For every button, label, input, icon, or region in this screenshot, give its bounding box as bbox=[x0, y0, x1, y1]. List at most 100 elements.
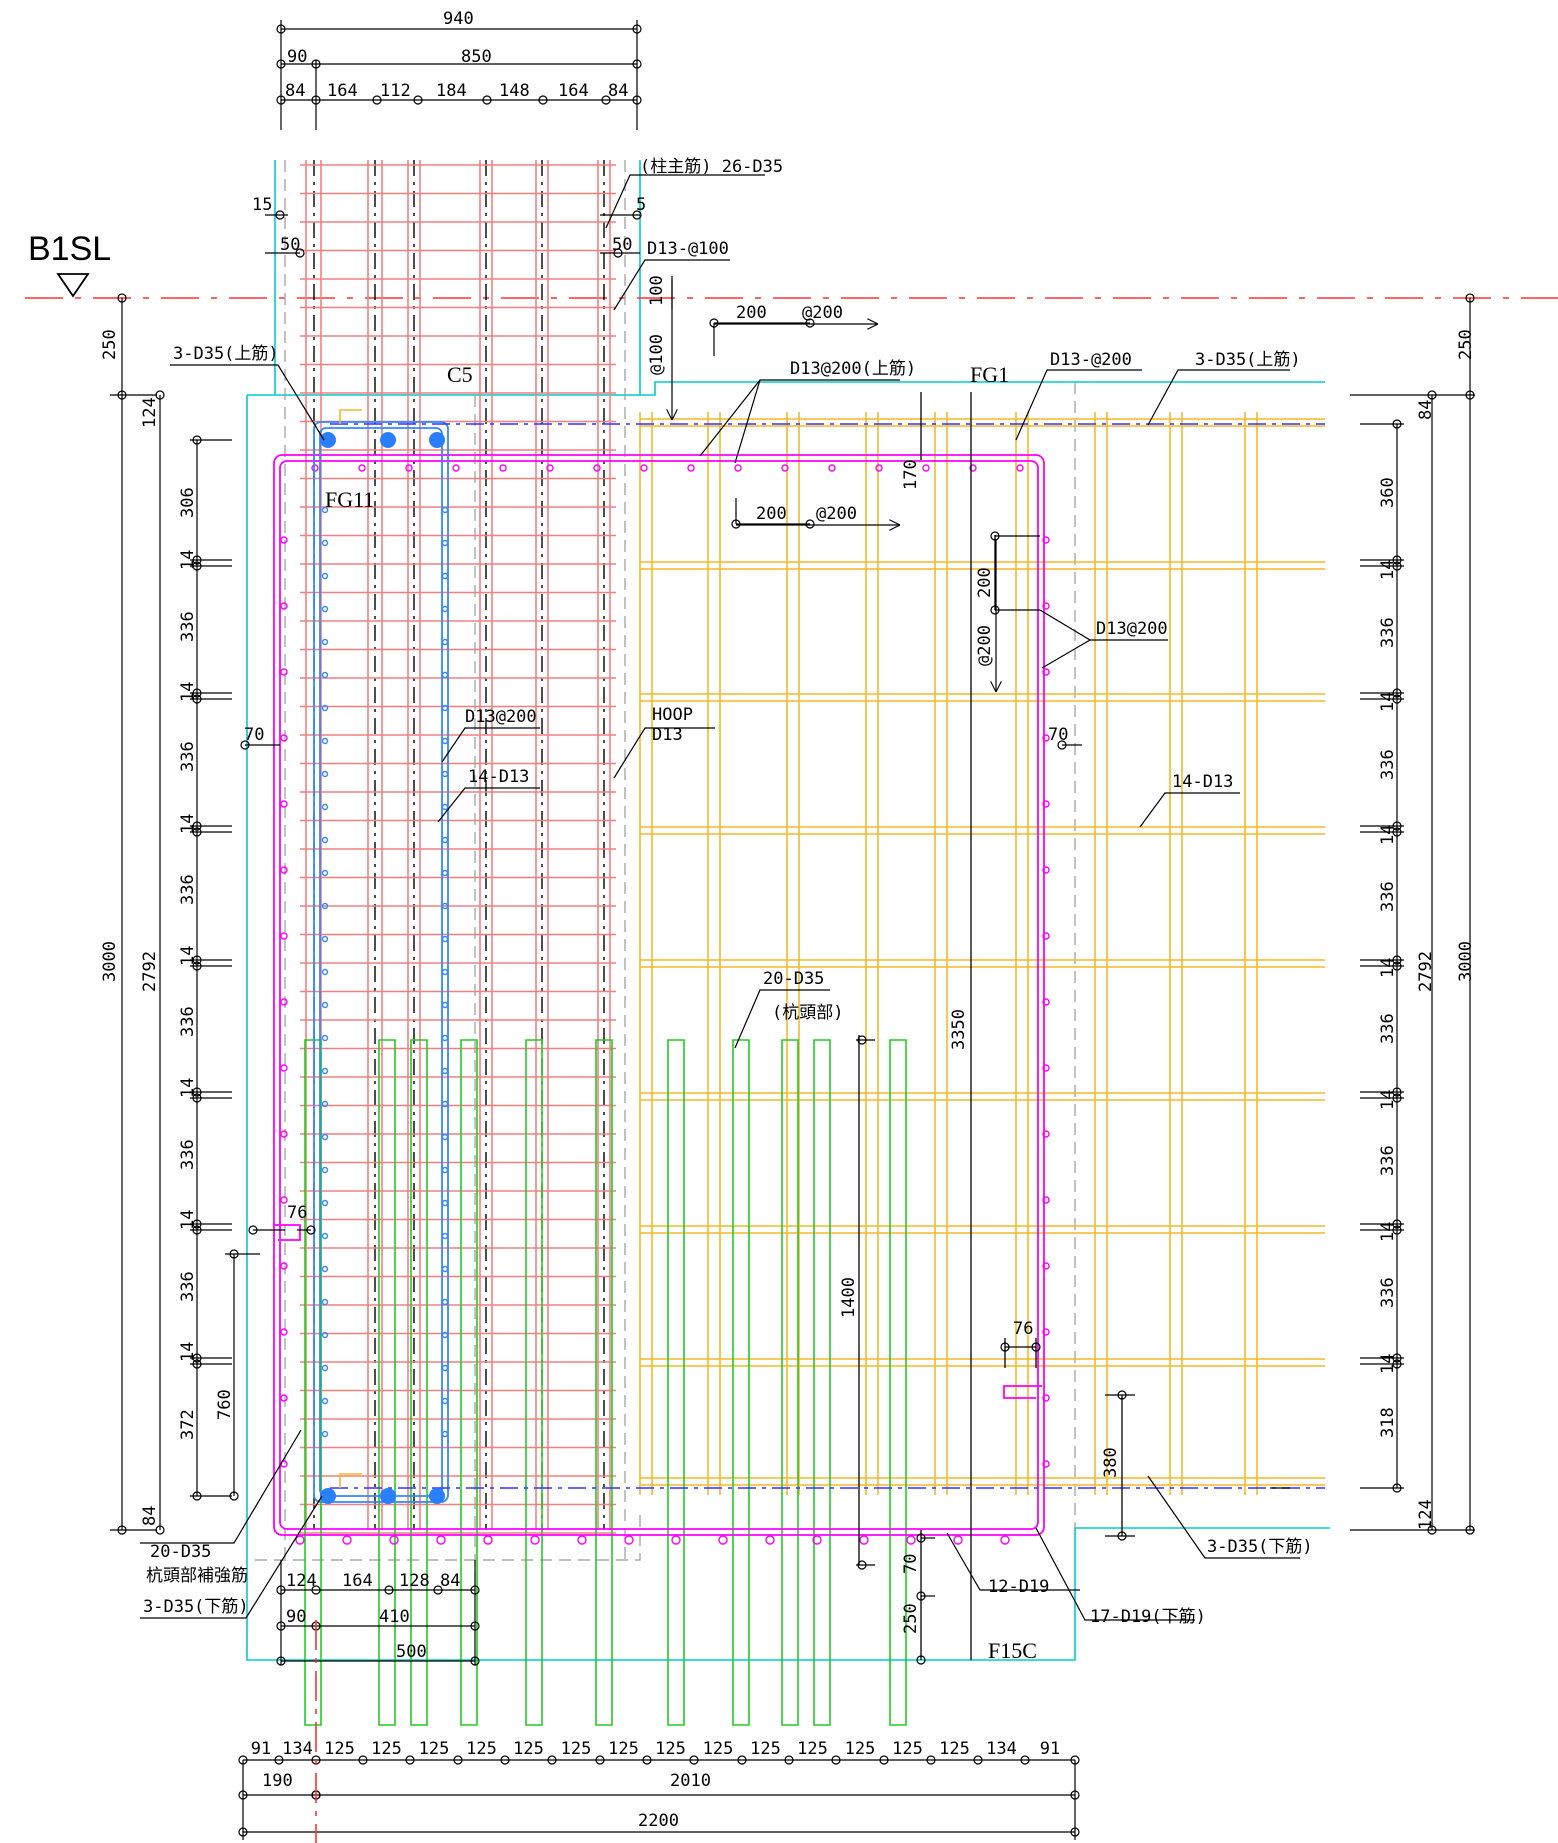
footing-bar-dot bbox=[640, 464, 648, 472]
footing-bar-dot bbox=[1042, 1064, 1050, 1072]
top-dimensions: 940 90 850 84 164 112 184 148 164 84 15 … bbox=[244, 9, 1121, 1478]
dim-r14-7: 14 bbox=[1378, 1354, 1398, 1374]
dim-dot bbox=[1392, 1483, 1402, 1493]
footing-bar-dot bbox=[1042, 1196, 1050, 1204]
beam-rebar-grid bbox=[639, 412, 1325, 1495]
footing-bar-dot bbox=[812, 1535, 822, 1545]
dim-l14-5: 14 bbox=[178, 1078, 198, 1098]
level-triangle-icon bbox=[56, 273, 90, 298]
label-d13-top: D13@200(上筋) bbox=[790, 359, 916, 379]
level-name: B1SL bbox=[28, 230, 111, 268]
dim-dot bbox=[1392, 419, 1402, 429]
dim-dot bbox=[916, 1591, 926, 1601]
stirrup-dot bbox=[441, 869, 449, 877]
label-pile-rein: 20-D35 bbox=[150, 1542, 211, 1562]
footing-bar-dot bbox=[1042, 998, 1050, 1006]
stirrup-dot bbox=[441, 737, 449, 745]
footing-bar-dot bbox=[499, 464, 507, 472]
dim-l336-6: 336 bbox=[178, 1271, 198, 1302]
dim-dot bbox=[192, 821, 202, 831]
pile-bar bbox=[460, 1039, 478, 1726]
footing-bar-dot bbox=[280, 602, 288, 610]
dim-bottom-5: 125 bbox=[466, 1739, 497, 1759]
dim-dot bbox=[632, 210, 642, 220]
footing-bar-dot bbox=[405, 464, 413, 472]
dim-r14-4: 14 bbox=[1378, 958, 1398, 978]
stirrup-dot bbox=[321, 1133, 329, 1141]
hidden-lines bbox=[255, 160, 1076, 1700]
dim-850: 850 bbox=[461, 47, 492, 67]
dim-dot bbox=[155, 390, 165, 400]
dim-dot bbox=[192, 1491, 202, 1501]
dim-r336-3: 336 bbox=[1378, 881, 1398, 912]
dim-r336-4: 336 bbox=[1378, 1013, 1398, 1044]
stirrup-dot bbox=[441, 1001, 449, 1009]
stirrup-dot bbox=[321, 1100, 329, 1108]
label-d13-m200: D13-@200 bbox=[1050, 350, 1132, 370]
pile-bar bbox=[304, 1039, 322, 1726]
dim-200c: 200 bbox=[975, 567, 995, 598]
dim-l14-7: 14 bbox=[178, 1342, 198, 1362]
dim-b410: 410 bbox=[379, 1607, 410, 1627]
footing-bar-dot bbox=[1042, 1394, 1050, 1402]
footing-bar-dot bbox=[1016, 464, 1024, 472]
dim-l14-6: 14 bbox=[178, 1210, 198, 1230]
dim-l84: 84 bbox=[140, 1506, 160, 1526]
dim-bottom-0: 91 bbox=[251, 1739, 271, 1759]
footing-bar-dot bbox=[1042, 1460, 1050, 1468]
footing-bar-dot bbox=[436, 1535, 446, 1545]
dim-dot bbox=[1465, 293, 1475, 303]
stirrup-dot bbox=[321, 1265, 329, 1273]
stirrup-dot bbox=[441, 572, 449, 580]
dim-at100: @100 bbox=[647, 334, 667, 375]
footing-bar-dot bbox=[280, 1328, 288, 1336]
dim-dot bbox=[192, 561, 202, 571]
dim-dot bbox=[1117, 1390, 1127, 1400]
label-pile: 20-D35 bbox=[763, 969, 824, 989]
dim-bottom-10: 125 bbox=[703, 1739, 734, 1759]
stirrup-dot bbox=[441, 1166, 449, 1174]
dim-t184: 184 bbox=[436, 81, 467, 101]
footing-bar-dot bbox=[280, 932, 288, 940]
dim-190: 190 bbox=[262, 1771, 293, 1791]
stirrup-dot bbox=[441, 770, 449, 778]
stirrup-dot bbox=[321, 1232, 329, 1240]
dim-dot bbox=[1392, 688, 1402, 698]
dimension-lines bbox=[110, 20, 1475, 1666]
member-fg11: FG11 bbox=[325, 487, 374, 512]
dim-dot bbox=[117, 293, 127, 303]
bottom-left-dimensions: 124 164 128 84 90 410 500 70 250 bbox=[286, 1554, 921, 1662]
pile-bar bbox=[813, 1039, 831, 1726]
dim-r124: 124 bbox=[1416, 1499, 1436, 1530]
dim-b84: 84 bbox=[440, 1571, 460, 1591]
dim-dot bbox=[1392, 555, 1402, 565]
footing-bar-dot bbox=[828, 464, 836, 472]
stirrup-dot bbox=[321, 1430, 329, 1438]
label-hoop: HOOP bbox=[652, 705, 693, 725]
dim-2010: 2010 bbox=[670, 1771, 711, 1791]
dim-bottom-1: 134 bbox=[282, 1739, 313, 1759]
stirrup-dot bbox=[321, 869, 329, 877]
stirrup-dot bbox=[321, 737, 329, 745]
stirrup-dot bbox=[441, 1430, 449, 1438]
stirrup-dot bbox=[321, 1364, 329, 1372]
dim-dot bbox=[192, 555, 202, 565]
right-dimensions: 250 84 360 14 336 14 336 14 336 14 336 1… bbox=[1378, 329, 1476, 1530]
dim-at200a: @200 bbox=[802, 303, 843, 323]
dim-50b: 50 bbox=[612, 235, 632, 255]
stirrup-dot bbox=[321, 935, 329, 943]
label-right-top: 3-D35(上筋) bbox=[1195, 350, 1301, 370]
footing-bar-dot bbox=[295, 1535, 305, 1545]
dim-dot bbox=[248, 1225, 258, 1235]
stirrup-dot bbox=[321, 1298, 329, 1306]
stirrup-dot bbox=[321, 1067, 329, 1075]
dim-dot bbox=[1392, 821, 1402, 831]
dim-dot bbox=[192, 827, 202, 837]
stirrup-dot bbox=[441, 605, 449, 613]
stirrup-dot bbox=[321, 1166, 329, 1174]
dim-76b: 76 bbox=[1013, 1319, 1033, 1339]
pile-bar bbox=[525, 1039, 543, 1726]
stirrup-dot bbox=[441, 539, 449, 547]
stirrup-dot bbox=[441, 1100, 449, 1108]
